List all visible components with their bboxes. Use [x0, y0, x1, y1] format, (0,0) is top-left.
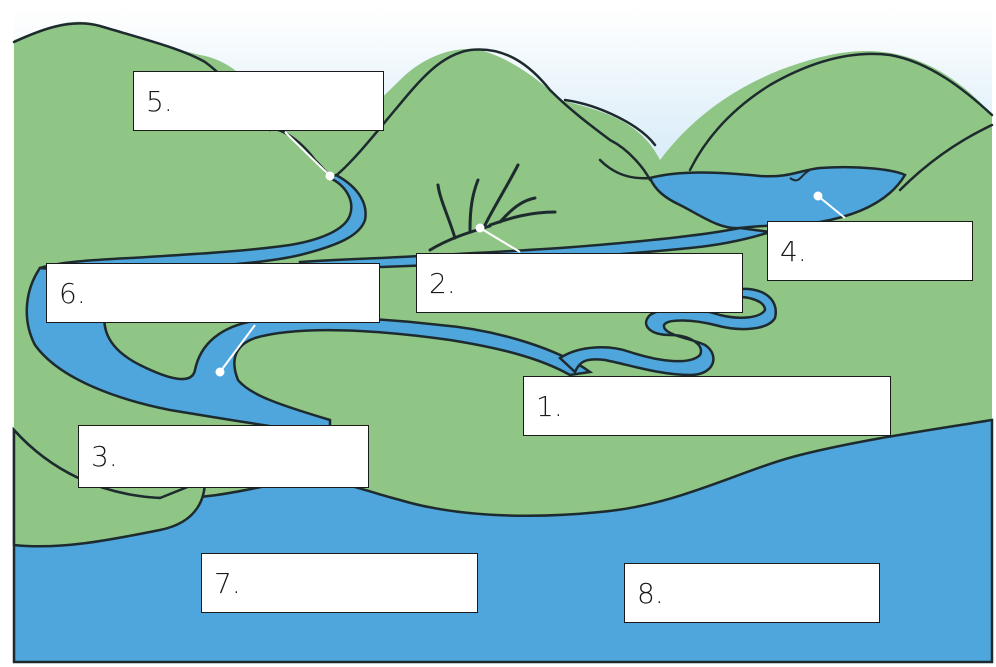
label-box-4[interactable]: 4.	[767, 221, 973, 281]
label-box-3[interactable]: 3.	[78, 425, 369, 488]
label-1-text: 1.	[536, 390, 563, 423]
label-3-text: 3.	[91, 440, 118, 473]
label-7-text: 7.	[214, 567, 241, 600]
label-8-text: 8.	[637, 577, 664, 610]
label-box-5[interactable]: 5.	[133, 71, 384, 131]
label-box-8[interactable]: 8.	[624, 563, 880, 623]
label-box-1[interactable]: 1.	[523, 376, 891, 436]
label-6-text: 6.	[59, 277, 86, 310]
label-2-text: 2.	[429, 267, 456, 300]
label-4-text: 4.	[780, 235, 807, 268]
label-box-7[interactable]: 7.	[201, 553, 478, 613]
label-box-2[interactable]: 2.	[416, 253, 743, 313]
label-5-text: 5.	[146, 85, 173, 118]
label-box-6[interactable]: 6.	[46, 263, 380, 323]
